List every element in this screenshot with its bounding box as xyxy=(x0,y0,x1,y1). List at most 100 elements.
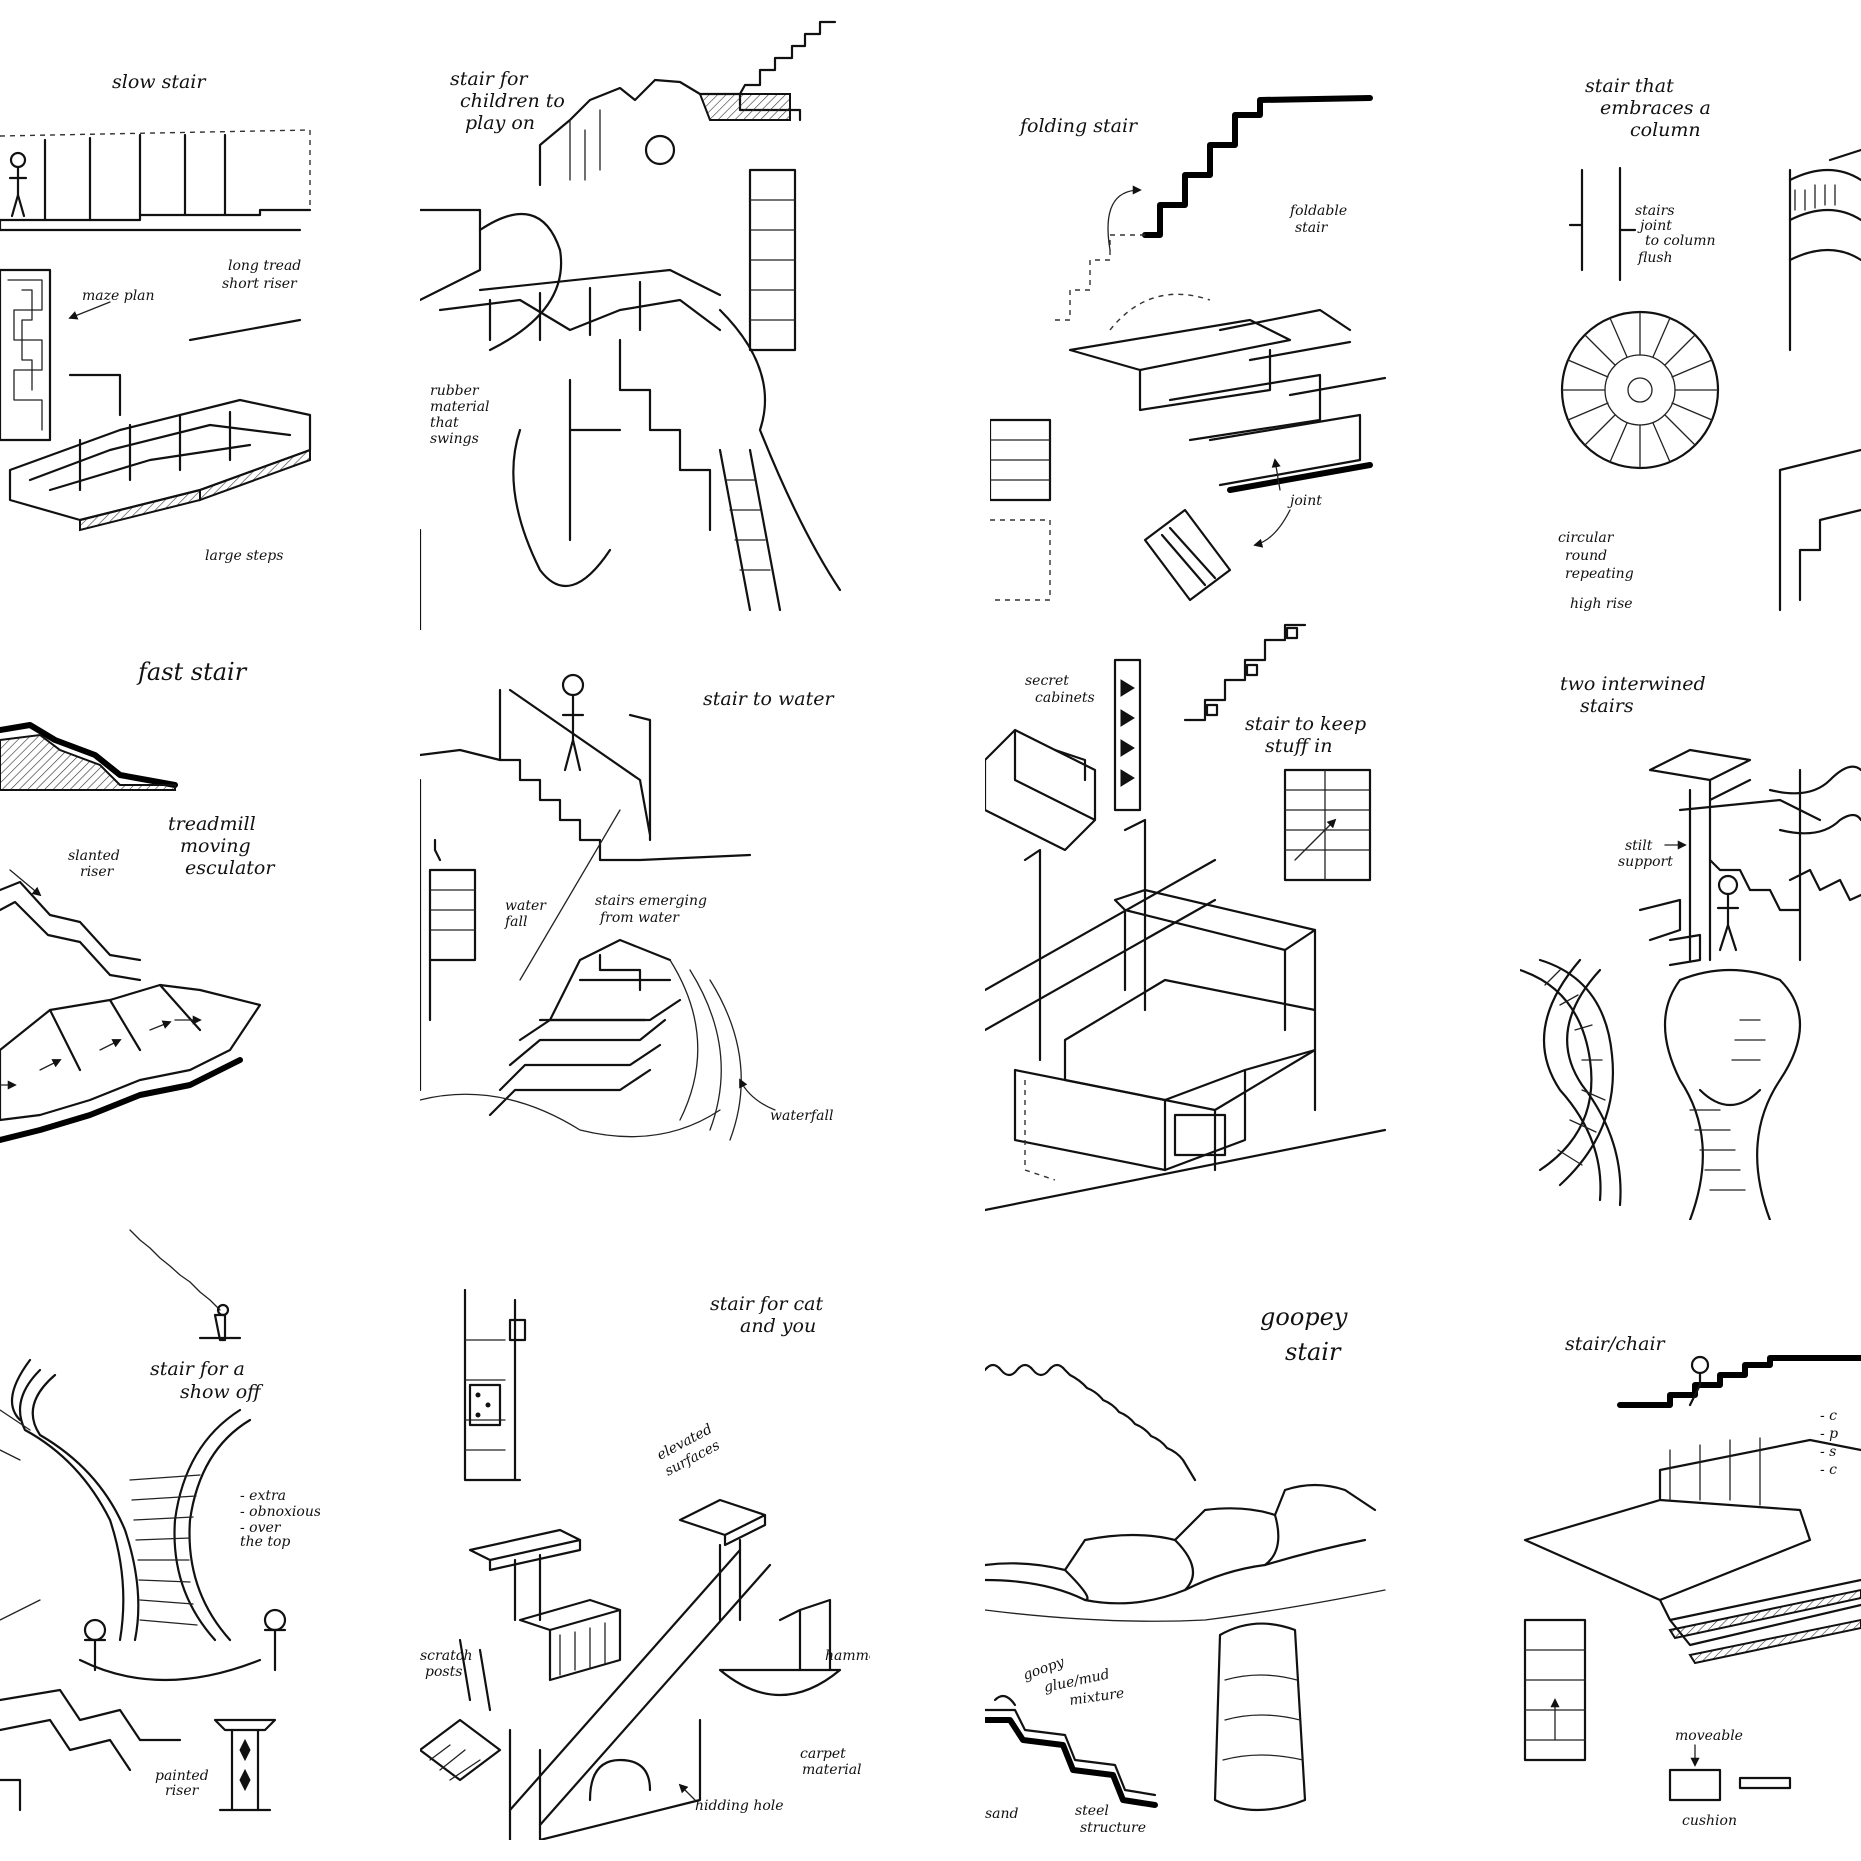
svg-text:- s: - s xyxy=(1820,1444,1836,1460)
svg-text:rubber: rubber xyxy=(430,383,480,399)
circular-stair-plan xyxy=(1560,310,1720,470)
svg-text:stair: stair xyxy=(1285,1338,1342,1366)
svg-text:treadmill: treadmill xyxy=(168,813,256,835)
svg-text:maze plan: maze plan xyxy=(82,288,155,304)
svg-text:material: material xyxy=(802,1762,862,1778)
svg-text:fall: fall xyxy=(504,914,527,930)
svg-text:joint: joint xyxy=(1637,218,1672,234)
drawer-detail xyxy=(985,728,1097,852)
folding-stair-perspective xyxy=(1068,293,1387,493)
panel-cat-stair: stair for cat and you elevated surfaces … xyxy=(420,1288,870,1840)
title-fast-stair: fast stair xyxy=(136,658,248,686)
svg-text:stuff in: stuff in xyxy=(1265,735,1332,757)
chair-stair-perspective xyxy=(1523,1437,1861,1802)
goop-slab-plan xyxy=(1213,1622,1307,1812)
grand-staircase-perspective xyxy=(0,1358,287,1812)
panel-water-stair: stair to water water fall stairs emergin… xyxy=(420,673,835,1141)
svg-text:water: water xyxy=(505,898,547,914)
slanted-riser-profile xyxy=(0,869,142,982)
panel-storage-stair: secret cabinets stair to keep stuff in xyxy=(985,623,1387,1212)
svg-text:show off: show off xyxy=(180,1381,264,1403)
svg-text:- c: - c xyxy=(1820,1462,1837,1478)
svg-text:short riser: short riser xyxy=(222,276,298,292)
svg-text:- over: - over xyxy=(240,1520,282,1536)
svg-text:scratch: scratch xyxy=(420,1648,473,1664)
svg-text:stair for cat: stair for cat xyxy=(710,1293,823,1315)
showoff-stair-elevation xyxy=(129,1229,242,1342)
panel-slow-stair: slow stair long tread short riser maze p… xyxy=(0,71,312,564)
svg-text:mixture: mixture xyxy=(1068,1685,1125,1709)
slow-stair-elevation xyxy=(0,129,312,232)
goop-section xyxy=(985,1694,1158,1808)
svg-text:- obnoxious: - obnoxious xyxy=(240,1504,320,1520)
cat-tree-perspective xyxy=(420,1498,842,1840)
panel-intertwined-stair: two interwined stairs stilt support xyxy=(1520,673,1861,1220)
svg-text:hammock: hammock xyxy=(825,1648,870,1664)
svg-text:embraces a: embraces a xyxy=(1600,97,1711,119)
svg-text:stairs: stairs xyxy=(1635,203,1675,219)
svg-text:cushion: cushion xyxy=(1682,1813,1737,1829)
svg-text:from water: from water xyxy=(599,910,680,926)
waterfall-stair-perspective xyxy=(420,778,742,1141)
panel-goopey-stair: goopey stair goopy glue/mud mixture sand… xyxy=(985,1303,1386,1836)
svg-text:that: that xyxy=(430,415,459,431)
svg-text:steel: steel xyxy=(1075,1803,1109,1819)
helical-stair-elevation xyxy=(1778,148,1861,612)
maze-perspective-drawing xyxy=(8,318,312,532)
svg-text:column: column xyxy=(1630,119,1701,141)
title-folding-stair: folding stair xyxy=(1018,115,1139,137)
svg-text:swings: swings xyxy=(430,431,479,447)
svg-text:stair for: stair for xyxy=(450,68,529,90)
svg-text:large steps: large steps xyxy=(205,548,283,564)
painted-riser-column xyxy=(213,1718,277,1812)
intertwined-stair-perspective xyxy=(1638,748,1861,967)
twisting-ribbon-stairs xyxy=(1520,958,1801,1220)
playground-stair-perspective xyxy=(420,208,842,630)
children-stair-profile xyxy=(538,20,837,187)
svg-text:- c: - c xyxy=(1820,1408,1837,1424)
svg-text:sand: sand xyxy=(985,1806,1019,1822)
folded-stair-elevation xyxy=(1050,95,1373,321)
svg-text:play on: play on xyxy=(465,112,535,134)
svg-text:children to: children to xyxy=(460,90,565,112)
svg-text:stilt: stilt xyxy=(1625,838,1653,854)
svg-text:stair that: stair that xyxy=(1585,75,1674,97)
svg-text:stairs: stairs xyxy=(1580,695,1634,717)
panel-chair-stair: stair/chair - c - p - s - c moveable cus… xyxy=(1523,1333,1861,1829)
svg-text:- p: - p xyxy=(1820,1426,1838,1442)
svg-text:joint: joint xyxy=(1287,493,1322,509)
svg-text:painted: painted xyxy=(155,1768,209,1784)
cat-stair-elevation xyxy=(463,1288,527,1482)
svg-text:secret: secret xyxy=(1025,673,1069,689)
fast-stair-profile xyxy=(0,722,178,791)
cabinet-column xyxy=(1113,658,1142,812)
panel-children-stair: stair for children to play on rubber mat… xyxy=(420,20,842,630)
svg-text:circular: circular xyxy=(1558,530,1615,546)
goopey-stair-profile xyxy=(985,1363,1197,1482)
svg-text:stair to keep: stair to keep xyxy=(1245,713,1366,735)
svg-text:cabinets: cabinets xyxy=(1035,690,1095,706)
panel-folding-stair: folding stair foldable stair joint xyxy=(990,95,1387,602)
svg-text:moveable: moveable xyxy=(1675,1728,1743,1744)
title-slow-stair: slow stair xyxy=(112,71,207,93)
title-water-stair: stair to water xyxy=(703,688,835,710)
svg-text:stairs emerging: stairs emerging xyxy=(595,893,707,909)
svg-text:flush: flush xyxy=(1637,250,1673,266)
svg-text:posts: posts xyxy=(425,1664,462,1680)
treadmill-perspective xyxy=(0,983,262,1143)
svg-text:foldable: foldable xyxy=(1289,203,1347,219)
chair-stair-elevation xyxy=(1617,1355,1861,1408)
panel-showoff-stair: stair for a show off - extra - obnoxious… xyxy=(0,1229,320,1812)
svg-text:support: support xyxy=(1618,854,1673,870)
svg-text:the top: the top xyxy=(240,1534,290,1550)
svg-text:high rise: high rise xyxy=(1570,596,1633,612)
children-stair-step-plan xyxy=(748,168,797,352)
svg-text:moving: moving xyxy=(180,835,251,857)
goopey-stair-perspective xyxy=(985,1483,1386,1622)
svg-text:repeating: repeating xyxy=(1565,566,1634,582)
storage-shelf-elevation xyxy=(1283,768,1372,882)
svg-text:material: material xyxy=(430,399,490,415)
svg-text:slanted: slanted xyxy=(68,848,120,864)
svg-text:goopey: goopey xyxy=(1260,1303,1348,1331)
